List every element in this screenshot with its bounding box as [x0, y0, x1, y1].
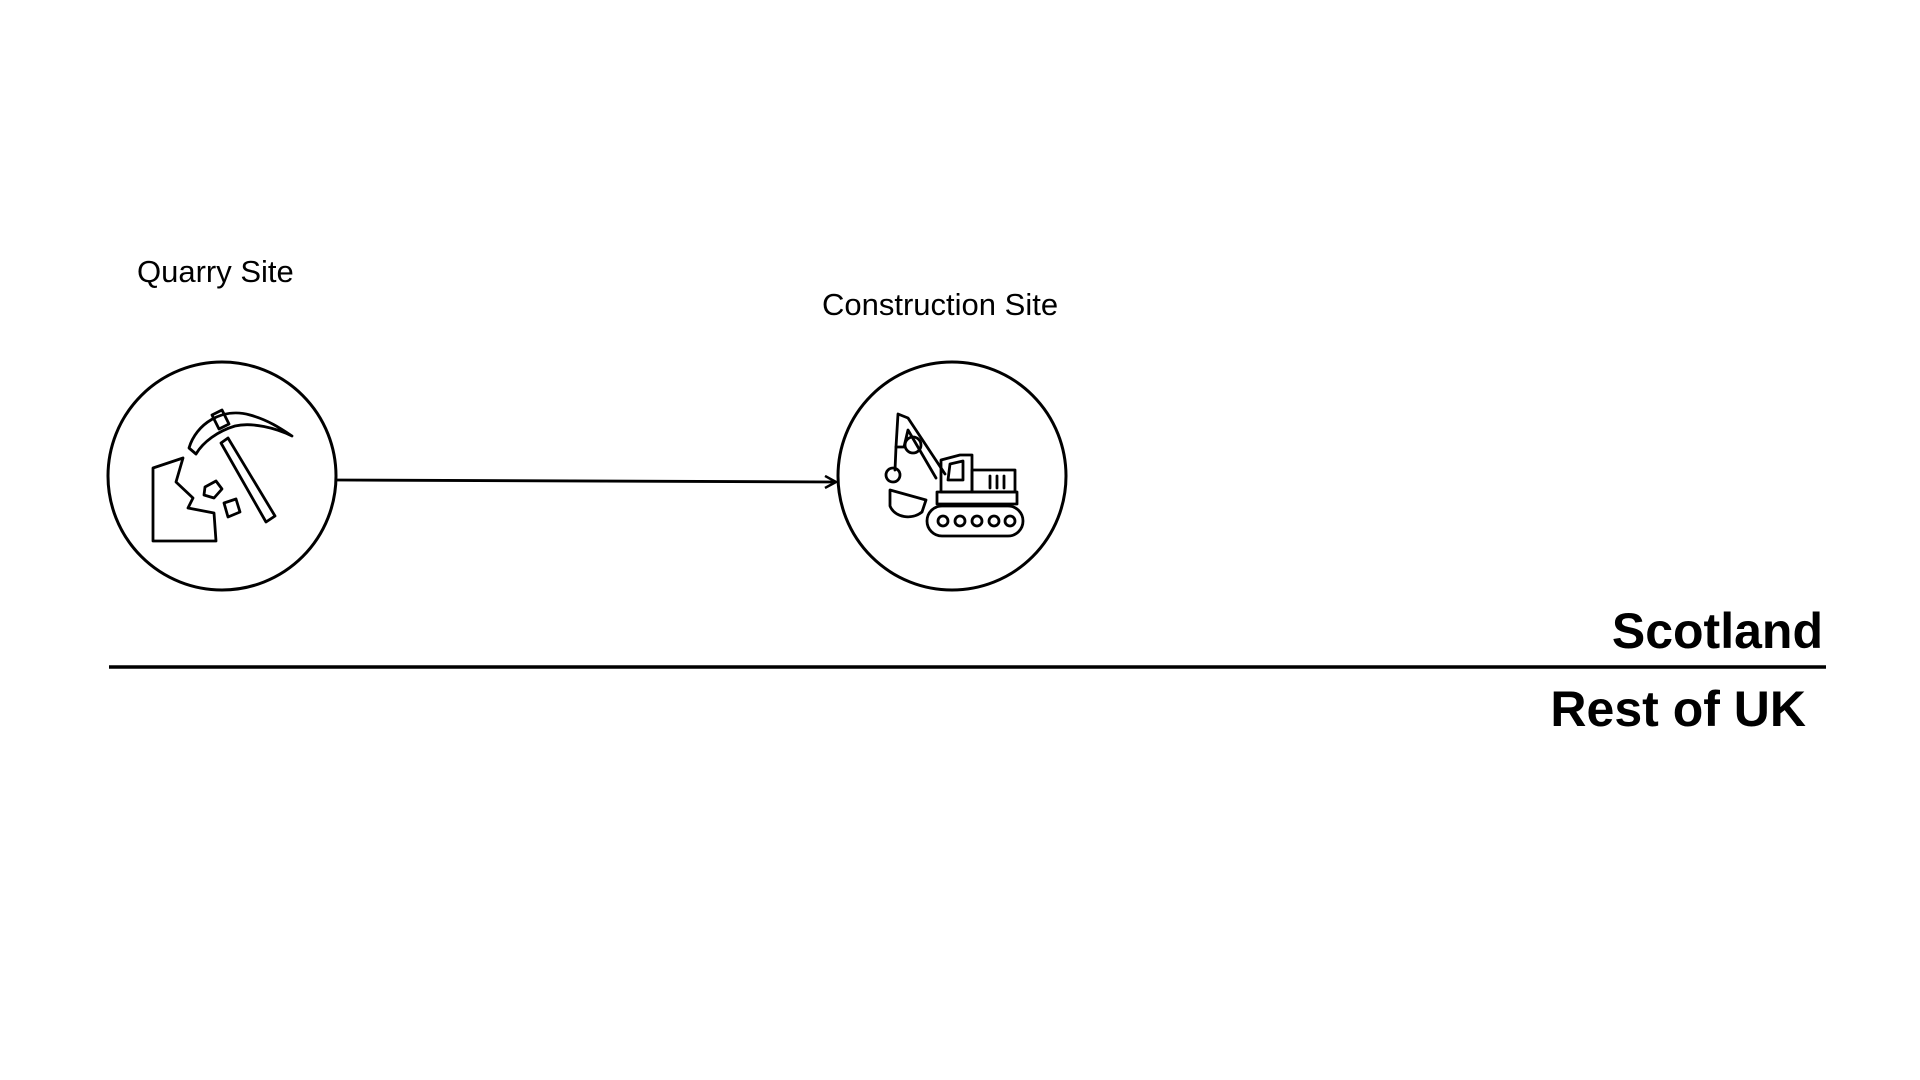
region-label-scotland: Scotland — [1611, 603, 1823, 659]
pickaxe-rock-icon — [151, 408, 294, 543]
flow-arrow — [335, 480, 836, 482]
quarry-site-label: Quarry Site — [137, 254, 294, 289]
region-label-rest-of-uk: Rest of UK — [1550, 681, 1806, 737]
construction-node — [836, 360, 1068, 592]
construction-site-label: Construction Site — [822, 287, 1059, 322]
construction-node-circle — [836, 360, 1068, 592]
quarry-node-circle — [106, 360, 338, 592]
quarry-node — [106, 360, 338, 592]
excavator-icon — [884, 412, 1025, 538]
